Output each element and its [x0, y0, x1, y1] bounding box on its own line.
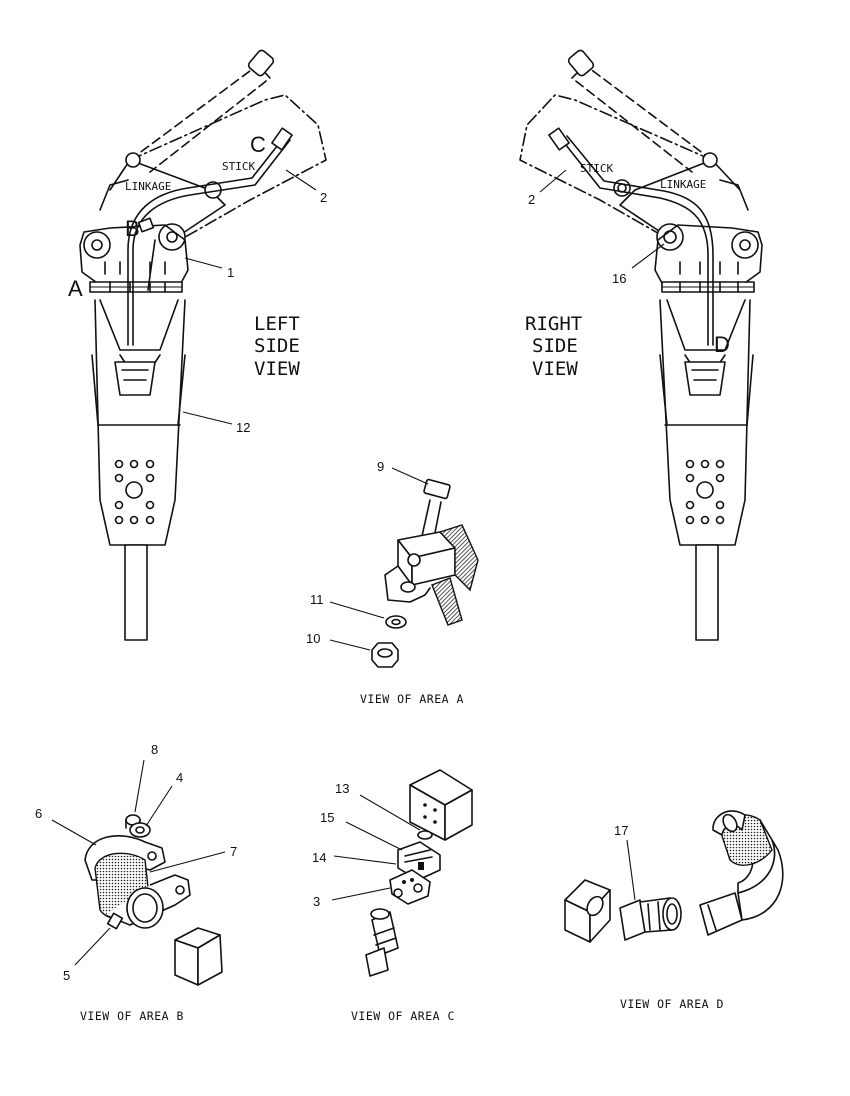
stick-label-right: STICK [580, 162, 613, 175]
area-letter-d: D [714, 332, 730, 357]
callout-5: 5 [63, 968, 70, 983]
callout-2-right: 2 [528, 192, 535, 207]
svg-text:RIGHT: RIGHT [525, 313, 582, 335]
svg-text:SIDE: SIDE [532, 335, 578, 357]
callout-13: 13 [335, 781, 349, 796]
linkage-label-right: LINKAGE [660, 178, 706, 191]
svg-text:VIEW: VIEW [254, 358, 300, 380]
callout-14: 14 [312, 850, 326, 865]
area-c-exploded-view [365, 769, 473, 977]
right-housing-bolt-holes [685, 459, 725, 525]
area-b-exploded-view [84, 814, 223, 986]
callout-9: 9 [377, 459, 384, 474]
callout-11: 11 [310, 592, 324, 607]
callout-6: 6 [35, 806, 42, 821]
callout-2-left: 2 [320, 190, 327, 205]
area-a-exploded-view [371, 478, 479, 668]
left-side-view-title: LEFT SIDE VIEW [254, 313, 300, 380]
callout-1: 1 [227, 265, 234, 280]
callout-10: 10 [306, 631, 320, 646]
callout-16: 16 [612, 271, 626, 286]
area-letter-a: A [68, 276, 83, 301]
linkage-label-left: LINKAGE [125, 180, 171, 193]
caption-view-of-area-d: VIEW OF AREA D [620, 997, 724, 1011]
svg-text:LEFT: LEFT [254, 313, 300, 335]
stick-label-left: STICK [222, 160, 255, 173]
right-hammer-drawing [519, 49, 763, 641]
caption-view-of-area-b: VIEW OF AREA B [80, 1009, 184, 1023]
callout-3: 3 [313, 894, 320, 909]
callout-7: 7 [230, 844, 237, 859]
caption-view-of-area-a: VIEW OF AREA A [360, 692, 464, 706]
area-letter-b: B [125, 216, 140, 241]
area-d-exploded-view [564, 810, 784, 943]
callout-17: 17 [614, 823, 628, 838]
right-side-view-title: RIGHT SIDE VIEW [525, 313, 582, 380]
callout-15: 15 [320, 810, 334, 825]
caption-view-of-area-c: VIEW OF AREA C [351, 1009, 455, 1023]
left-hammer-drawing [79, 49, 327, 641]
callout-8: 8 [151, 742, 158, 757]
area-letter-c: C [250, 132, 266, 157]
callout-12: 12 [236, 420, 250, 435]
left-housing-bolt-holes [114, 459, 155, 525]
svg-text:VIEW: VIEW [532, 358, 578, 380]
callout-4: 4 [176, 770, 183, 785]
svg-text:SIDE: SIDE [254, 335, 300, 357]
